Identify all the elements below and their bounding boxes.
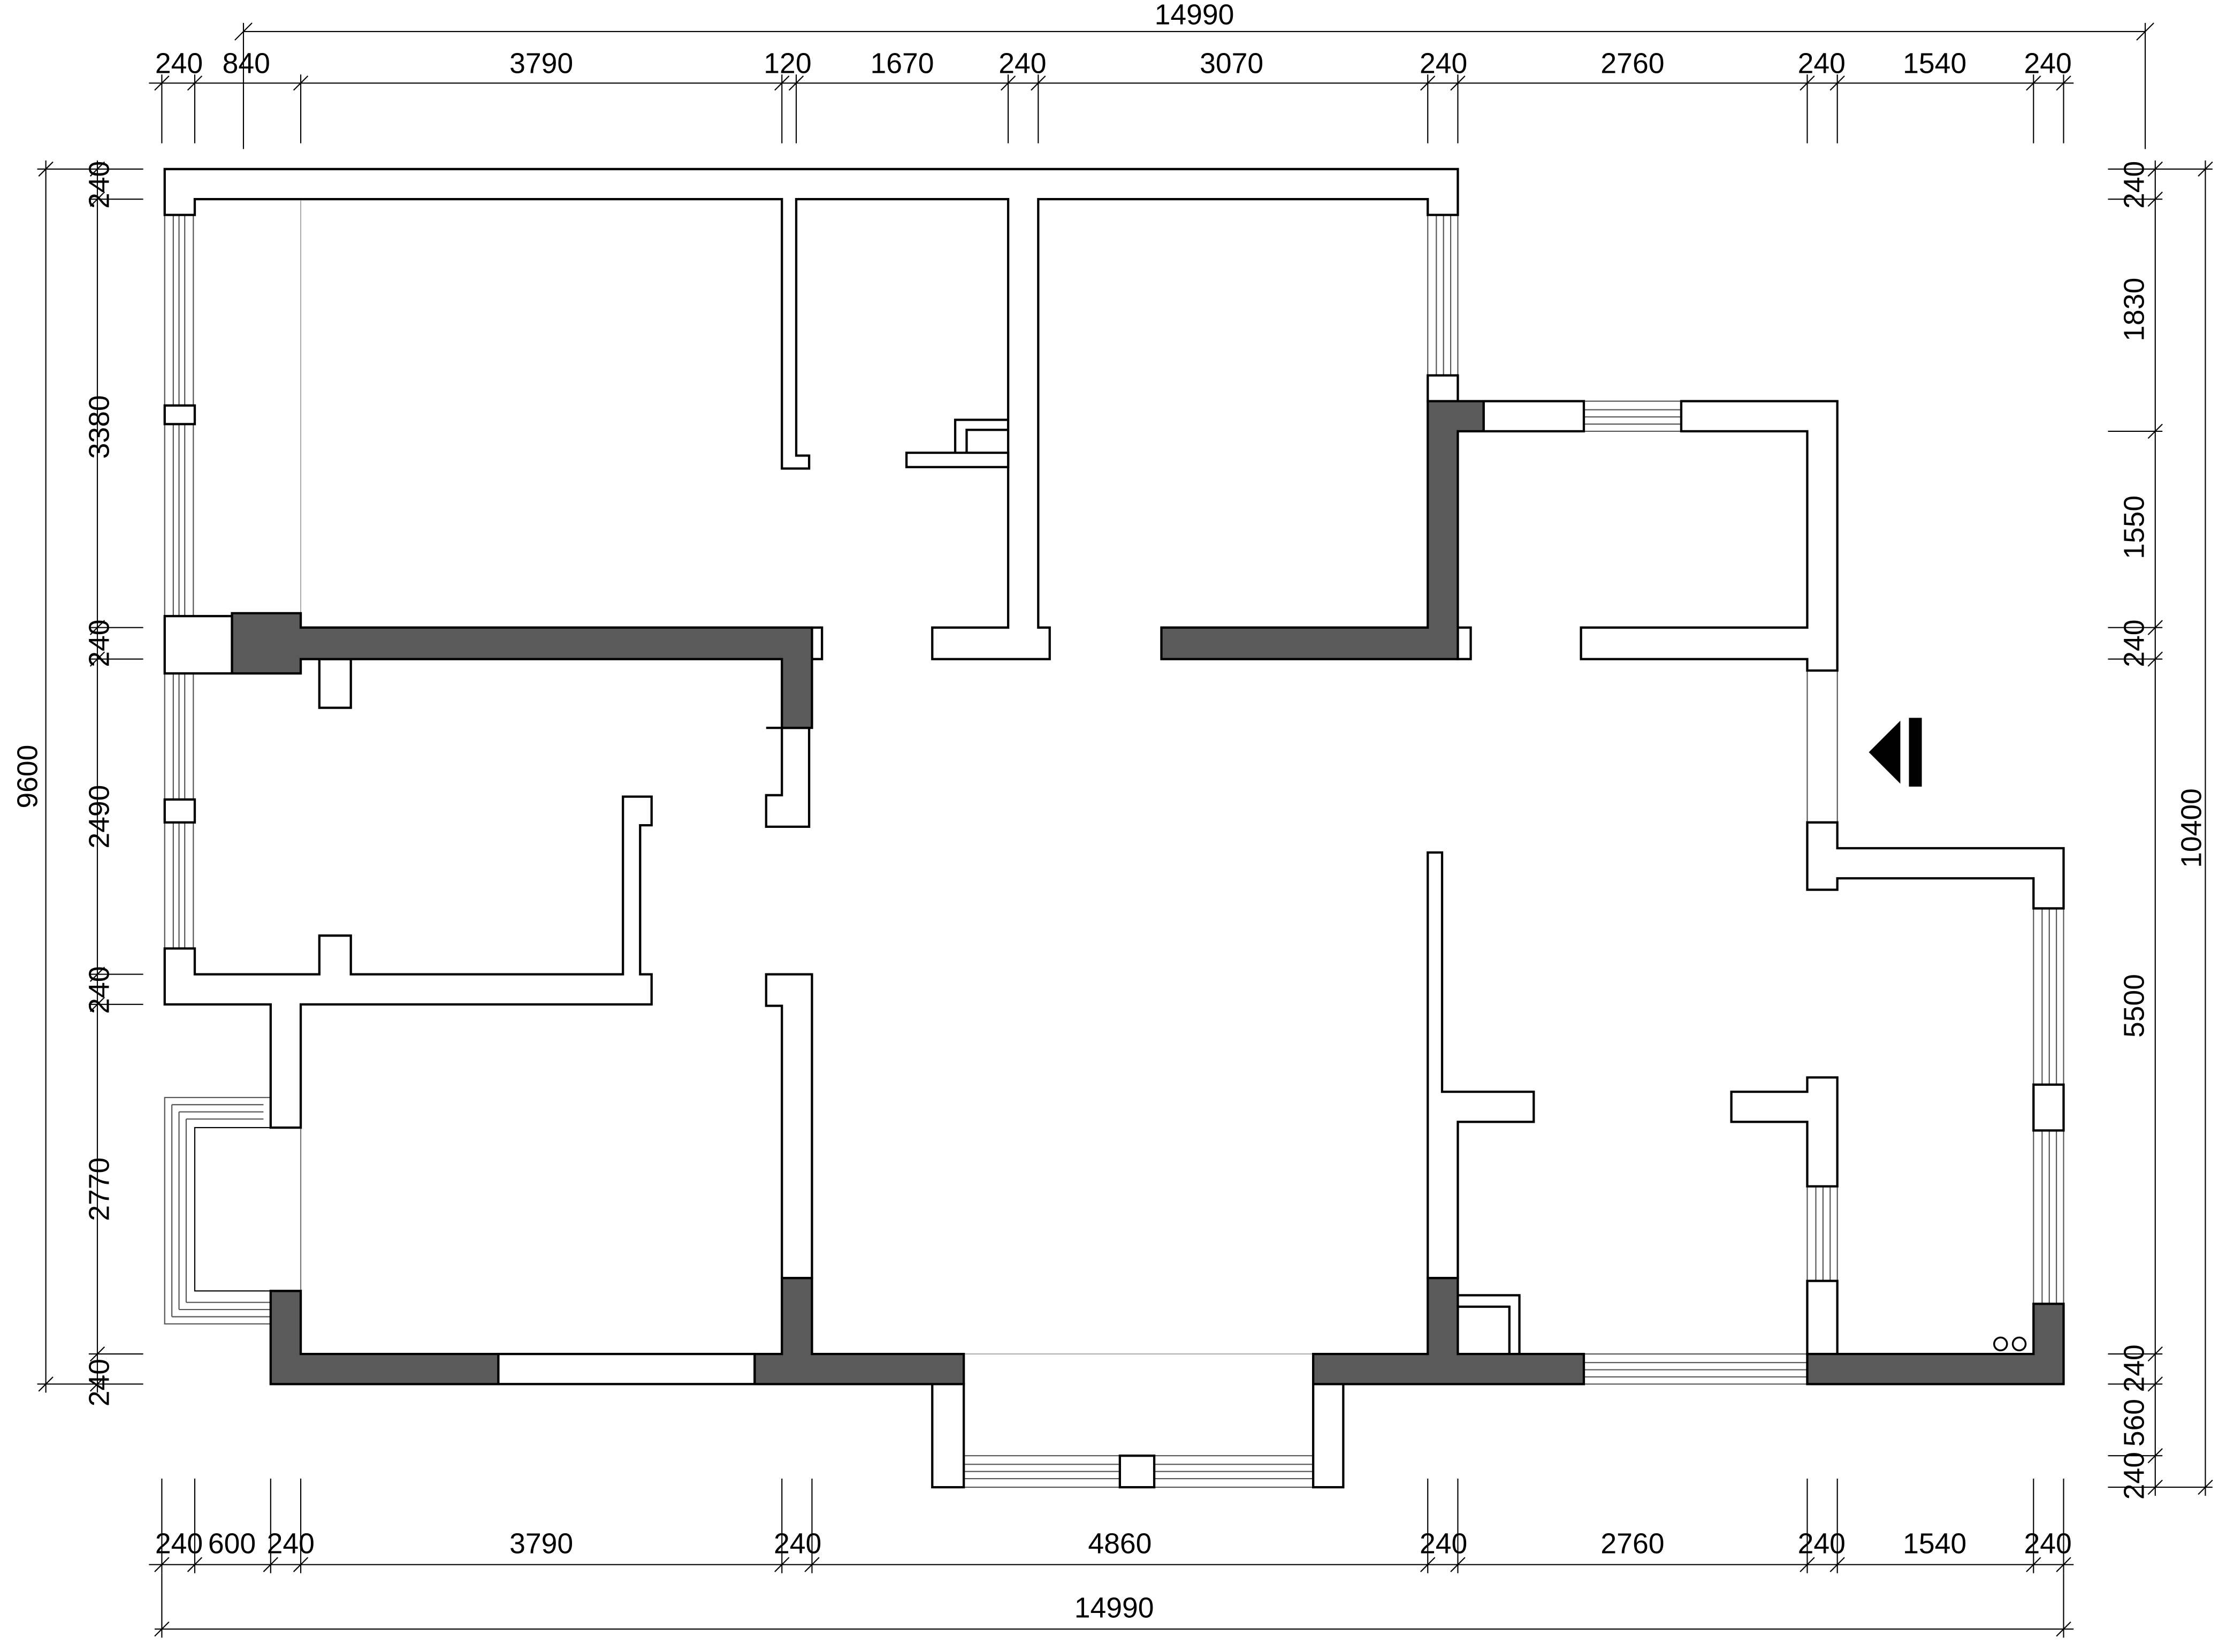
dim-left-total: 9600 xyxy=(12,745,44,809)
dim-right: 1550 xyxy=(2118,496,2150,559)
dim-right: 560 xyxy=(2118,1399,2150,1447)
dim-left: 240 xyxy=(83,1359,115,1406)
entrance-arrow-icon xyxy=(1869,718,1922,787)
dim-bottom: 600 xyxy=(208,1528,256,1559)
dim-bottom: 4860 xyxy=(1088,1528,1152,1559)
dim-top: 3790 xyxy=(509,48,573,80)
dim-bottom: 240 xyxy=(155,1528,203,1559)
dim-left: 240 xyxy=(83,966,115,1014)
gas-meter-icon xyxy=(1993,1336,2027,1352)
dim-bottom: 240 xyxy=(1798,1528,1846,1559)
window-top-right xyxy=(1427,214,1459,376)
dim-right-total: 10400 xyxy=(2176,788,2207,868)
dim-right: 240 xyxy=(2118,161,2150,209)
dim-top: 240 xyxy=(2024,48,2071,80)
dim-bottom: 240 xyxy=(774,1528,821,1559)
dim-top: 120 xyxy=(764,48,811,80)
window-upper-right xyxy=(1583,400,1682,432)
dim-top: 240 xyxy=(1420,48,1467,80)
dim-top: 240 xyxy=(155,48,203,80)
faint-lines xyxy=(300,200,1314,1354)
dim-left: 3380 xyxy=(83,395,115,459)
dim-bottom: 240 xyxy=(2024,1528,2071,1559)
dim-left: 240 xyxy=(83,161,115,209)
dim-right: 240 xyxy=(2118,1452,2150,1499)
dim-bottom-total: 14990 xyxy=(1074,1593,1154,1624)
window-bottom-right xyxy=(1583,1353,1808,1385)
dim-top: 3070 xyxy=(1200,48,1263,80)
dimension-lines xyxy=(37,22,2213,1638)
dim-right: 1830 xyxy=(2118,278,2150,341)
walls-existing xyxy=(163,168,2065,1489)
dim-top: 840 xyxy=(223,48,270,80)
dim-right: 5500 xyxy=(2118,974,2150,1038)
dim-top-total: 14990 xyxy=(1155,0,1234,31)
walls-structural xyxy=(231,400,2065,1385)
dim-right: 240 xyxy=(2118,1344,2150,1392)
dim-left: 2770 xyxy=(83,1158,115,1221)
dim-top: 1540 xyxy=(1903,48,1966,80)
dim-bottom: 1540 xyxy=(1903,1528,1966,1559)
dim-bottom: 3790 xyxy=(509,1528,573,1559)
dim-bottom: 240 xyxy=(1420,1528,1467,1559)
dim-bottom: 2760 xyxy=(1600,1528,1664,1559)
dim-top: 1670 xyxy=(871,48,934,80)
dim-top: 240 xyxy=(1798,48,1846,80)
dim-left: 2490 xyxy=(83,785,115,849)
dim-left: 240 xyxy=(83,619,115,667)
dimension-labels: 14990 240 840 3790 120 1670 240 3070 240… xyxy=(12,0,2208,1624)
dim-top: 2760 xyxy=(1600,48,1664,80)
dim-top: 240 xyxy=(998,48,1046,80)
dim-right: 240 xyxy=(2118,619,2150,667)
dim-bottom: 240 xyxy=(267,1528,315,1559)
window-inner-right xyxy=(1806,1185,1838,1282)
